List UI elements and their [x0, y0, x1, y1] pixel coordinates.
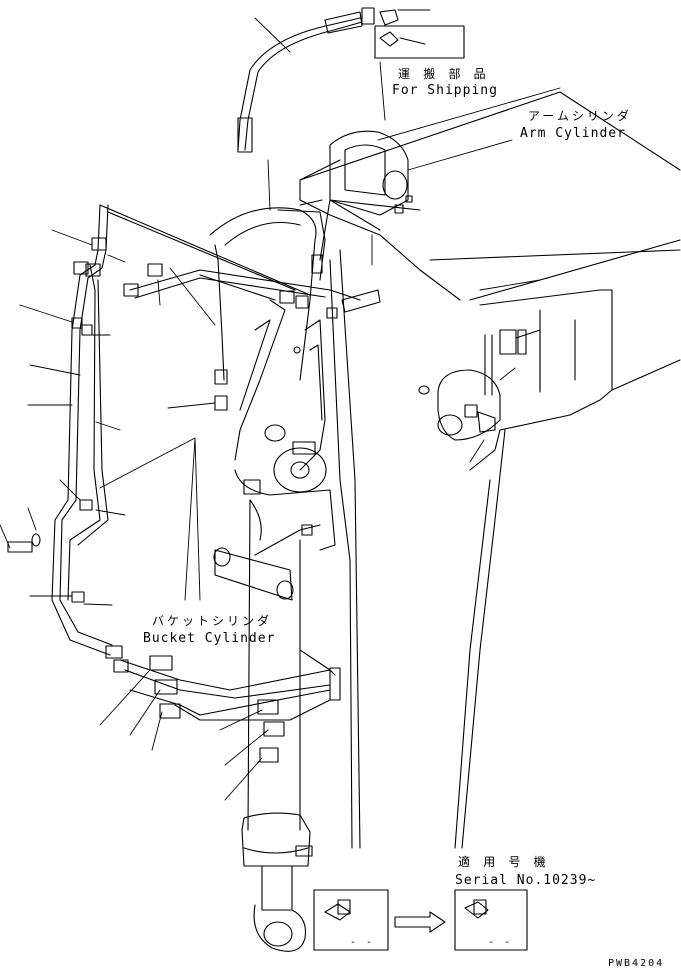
arm-member	[209, 207, 361, 849]
arm-cylinder-label-en: Arm Cylinder	[520, 126, 626, 141]
detail-boxes	[313, 889, 528, 951]
bucket-cylinder-label-en: Bucket Cylinder	[143, 631, 275, 646]
detail-box-after-mark: - -	[488, 937, 512, 948]
fittings	[7, 237, 381, 763]
hose-routing	[51, 199, 361, 721]
shipping-label-jp: 運 搬 部 品	[398, 66, 489, 81]
shipping-hose	[237, 7, 465, 153]
bucket-bracket	[213, 499, 321, 601]
serial-label-en: Serial No.10239~	[455, 873, 596, 888]
bucket-cylinder	[241, 499, 313, 952]
detail-box-before-mark: - -	[350, 937, 374, 948]
drawing-reference: PWB4204	[608, 958, 664, 969]
boom-pin-bracket	[418, 329, 541, 441]
bucket-cylinder-label-jp: バケットシリンダ	[152, 613, 272, 628]
leader-lines	[0, 9, 561, 801]
boom-body	[299, 91, 681, 849]
shipping-label-en: For Shipping	[392, 83, 498, 98]
arm-cylinder-label-jp: アームシリンダ	[528, 108, 632, 123]
arm-cylinder-head	[299, 130, 421, 216]
serial-label-jp: 適 用 号 機	[458, 854, 549, 869]
